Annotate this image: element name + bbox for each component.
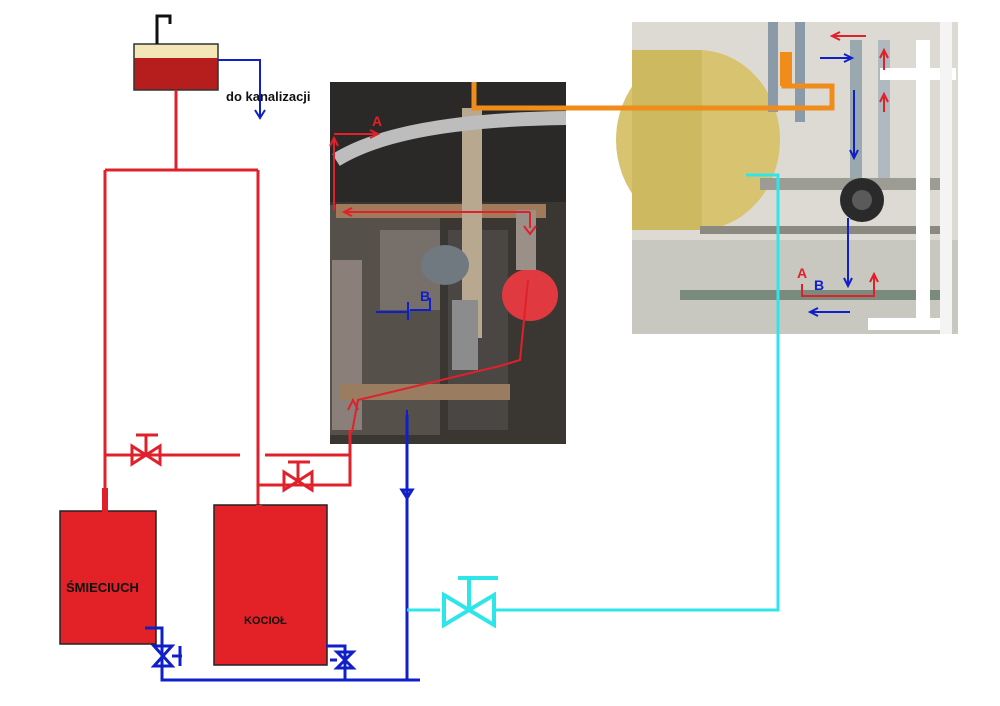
photo1-blue-flow bbox=[376, 298, 431, 440]
expansion-vessel bbox=[133, 14, 219, 91]
photo1-label-b: B bbox=[420, 288, 430, 304]
photo-storage-tank bbox=[616, 22, 958, 334]
photo2-red-arrows bbox=[801, 31, 889, 297]
photo2-blue-arrows bbox=[807, 53, 859, 317]
valve-cyan bbox=[442, 576, 498, 629]
valve-blue-right bbox=[330, 650, 357, 670]
photo-pump-assembly bbox=[330, 82, 567, 444]
tank-smieciuch-label: ŚMIECIUCH bbox=[66, 580, 139, 595]
valve-blue-left bbox=[150, 644, 182, 668]
drain-arrow bbox=[254, 109, 266, 120]
tank-kociol: KOCIOŁ bbox=[213, 504, 328, 666]
red-supply-lines bbox=[103, 90, 352, 510]
photo1-red-flow bbox=[329, 129, 537, 433]
photo2-label-b: B bbox=[814, 277, 824, 293]
tank-kociol-label: KOCIOŁ bbox=[244, 615, 287, 627]
drain-label: do kanalizacji bbox=[226, 89, 311, 104]
valve-upper-red bbox=[130, 433, 162, 467]
valve-lower-red bbox=[282, 460, 314, 493]
drain-pipe bbox=[218, 59, 261, 116]
cyan-line bbox=[407, 173, 780, 612]
photo2-label-a: A bbox=[797, 265, 807, 281]
photo1-label-a: A bbox=[372, 113, 382, 129]
tank-smieciuch: ŚMIECIUCH bbox=[59, 488, 157, 645]
